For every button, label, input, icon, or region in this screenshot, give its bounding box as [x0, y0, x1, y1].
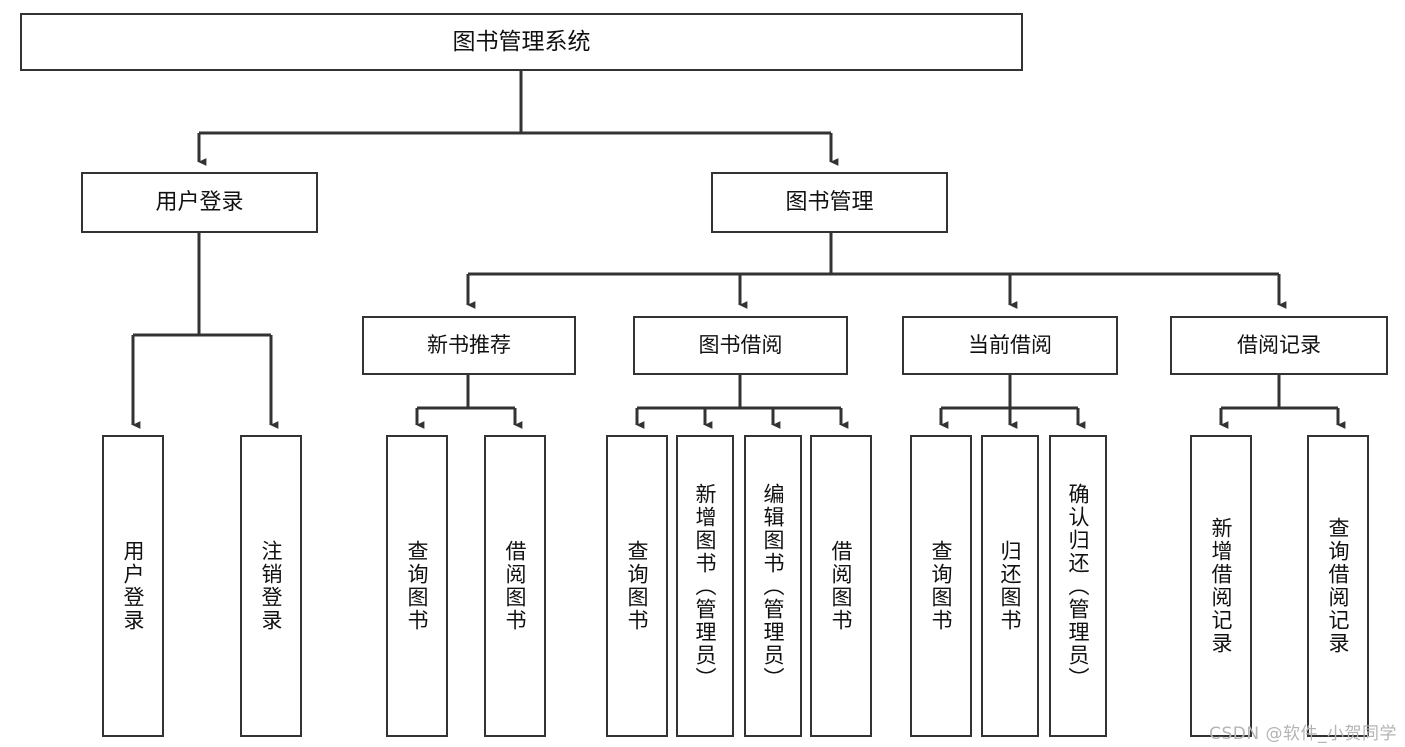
node-book-management-system[interactable]: 图书管理系统 — [20, 13, 1023, 71]
node-new-book-recommend[interactable]: 新书推荐 — [362, 316, 576, 375]
node-leaf-edit-book-admin[interactable]: 编辑图书（管理员） — [744, 435, 802, 737]
node-leaf-add-borrow-record[interactable]: 新增借阅记录 — [1190, 435, 1252, 737]
node-label: 新增图书（管理员） — [693, 482, 718, 690]
node-leaf-borrow-book-recommend[interactable]: 借阅图书 — [484, 435, 546, 737]
node-label: 查询图书 — [625, 540, 650, 632]
node-label: 新增借阅记录 — [1209, 517, 1234, 655]
node-label: 用户登录 — [155, 189, 244, 215]
node-label: 当前借阅 — [968, 333, 1052, 358]
node-leaf-query-book-current[interactable]: 查询图书 — [910, 435, 972, 737]
node-leaf-confirm-return-admin[interactable]: 确认归还（管理员） — [1049, 435, 1107, 737]
node-leaf-return-book[interactable]: 归还图书 — [981, 435, 1039, 737]
node-label: 归还图书 — [998, 540, 1023, 632]
node-label: 借阅图书 — [503, 540, 528, 632]
node-book-borrow[interactable]: 图书借阅 — [633, 316, 848, 375]
node-leaf-query-book-recommend[interactable]: 查询图书 — [386, 435, 448, 737]
node-label: 用户登录 — [121, 540, 146, 632]
node-leaf-query-book-borrow[interactable]: 查询图书 — [606, 435, 668, 737]
node-label: 图书借阅 — [698, 333, 783, 358]
node-label: 注销登录 — [259, 540, 284, 632]
node-user-login[interactable]: 用户登录 — [81, 172, 318, 233]
node-leaf-borrow-book[interactable]: 借阅图书 — [810, 435, 872, 737]
node-label: 编辑图书（管理员） — [761, 482, 786, 690]
node-leaf-add-book-admin[interactable]: 新增图书（管理员） — [676, 435, 734, 737]
node-leaf-user-login[interactable]: 用户登录 — [102, 435, 164, 737]
node-label: 图书管理 — [785, 189, 874, 215]
node-leaf-logout[interactable]: 注销登录 — [240, 435, 302, 737]
csdn-watermark: CSDN @软件_小贺同学 — [1209, 724, 1397, 744]
node-label: 确认归还（管理员） — [1066, 482, 1091, 690]
node-leaf-query-borrow-record[interactable]: 查询借阅记录 — [1307, 435, 1369, 737]
node-label: 图书管理系统 — [452, 28, 591, 55]
node-book-management[interactable]: 图书管理 — [711, 172, 948, 233]
node-label: 查询图书 — [929, 540, 954, 632]
node-current-borrow[interactable]: 当前借阅 — [902, 316, 1118, 375]
node-label: 查询图书 — [405, 540, 430, 632]
node-borrow-record[interactable]: 借阅记录 — [1170, 316, 1388, 375]
node-label: 查询借阅记录 — [1326, 517, 1351, 655]
node-label: 借阅记录 — [1237, 333, 1321, 358]
node-label: 借阅图书 — [829, 540, 854, 632]
node-label: 新书推荐 — [427, 333, 511, 358]
